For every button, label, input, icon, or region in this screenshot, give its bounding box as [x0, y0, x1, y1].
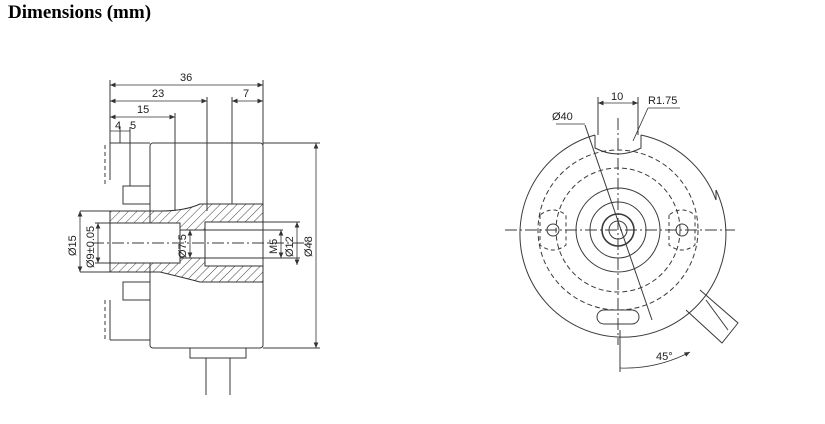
- page-title: Dimensions (mm): [8, 2, 152, 23]
- dim-dia15: Ø15: [67, 235, 79, 256]
- thread-bore: [204, 229, 264, 259]
- dim-dia12: Ø12: [284, 236, 296, 257]
- dim-dia40: Ø40: [552, 111, 573, 123]
- dim-m5: M5: [268, 239, 280, 254]
- cable-gland: [189, 347, 247, 359]
- side-view: [80, 80, 320, 395]
- dim-r175: R1.75: [648, 95, 677, 107]
- dim-15: 15: [137, 104, 149, 116]
- dim-4: 4: [115, 120, 121, 132]
- dim-dia7-5: Ø7.5: [177, 234, 189, 258]
- cable-outlet: [685, 289, 739, 344]
- dim-dia48: Ø48: [303, 236, 315, 257]
- dim-10: 10: [611, 91, 623, 103]
- dim-angle45: 45°: [656, 351, 673, 363]
- dim-36: 36: [180, 72, 192, 84]
- front-outer-circle: [519, 134, 727, 338]
- dim-23: 23: [152, 88, 164, 100]
- front-view: [505, 97, 739, 372]
- dim-5: 5: [130, 120, 136, 132]
- dim-dia9: Ø9±0.05: [85, 226, 97, 268]
- dim-7: 7: [243, 88, 249, 100]
